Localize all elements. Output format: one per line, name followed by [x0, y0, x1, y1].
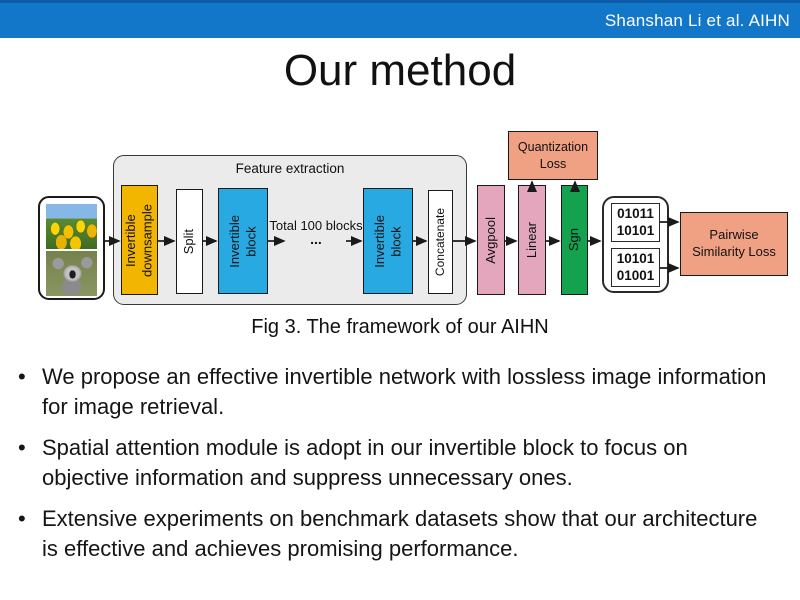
- bullet-text: Spatial attention module is adopt in our…: [42, 434, 688, 490]
- concatenate-label: Concatenate: [433, 207, 447, 277]
- block-linear: Linear: [518, 185, 546, 295]
- linear-label: Linear: [523, 221, 539, 259]
- block-invertible-downsample: Invertible downsample: [121, 185, 158, 295]
- figure-caption: Fig 3. The framework of our AIHN: [251, 316, 549, 338]
- bullet-item: • Spatial attention module is adopt in o…: [10, 433, 776, 493]
- split-label: Split: [181, 228, 197, 255]
- quantization-loss-box: Quantization Loss: [508, 131, 598, 180]
- quantization-loss-label: Quantization Loss: [517, 140, 589, 171]
- block-split: Split: [176, 189, 203, 294]
- block-concatenate: Concatenate: [428, 190, 453, 294]
- invertible-block-1-label: Invertible block: [226, 214, 258, 268]
- hash-code-2: 10101 01001: [611, 248, 660, 287]
- bullet-item: • Extensive experiments on benchmark dat…: [10, 504, 776, 564]
- sgn-label: Sgn: [566, 228, 582, 252]
- invertible-downsample-label: Invertible downsample: [123, 203, 155, 277]
- avgpool-label: Avgpool: [482, 216, 498, 264]
- hash-code-1-text: 01011 10101: [616, 205, 655, 238]
- input-images-frame: [38, 196, 105, 300]
- aihn-framework-diagram: Feature extraction Invertible downsample…: [0, 128, 800, 316]
- bullet-text: We propose an effective invertible netwo…: [42, 364, 767, 419]
- hash-code-1: 01011 10101: [611, 203, 660, 242]
- ellipsis-label: ...: [310, 231, 322, 247]
- total-blocks-label: Total 100 blocks: [269, 218, 363, 233]
- bullet-item: • We propose an effective invertible net…: [10, 362, 776, 422]
- bullet-dot: •: [18, 364, 26, 389]
- header-bar: Shanshan Li et al. AIHN: [0, 0, 800, 38]
- bullet-text: Extensive experiments on benchmark datas…: [42, 505, 758, 561]
- bullet-dot: •: [18, 505, 26, 531]
- block-avgpool: Avgpool: [477, 185, 505, 295]
- block-sgn: Sgn: [561, 185, 588, 295]
- pairwise-similarity-loss-label: Pairwise Similarity Loss: [692, 227, 776, 259]
- bullet-dot: •: [18, 434, 26, 460]
- tulips-image: [46, 204, 97, 249]
- feature-extraction-label: Feature extraction: [235, 161, 345, 176]
- page-title: Our method: [283, 46, 517, 95]
- bullet-list: • We propose an effective invertible net…: [10, 362, 776, 574]
- block-invertible-1: Invertible block: [218, 188, 268, 294]
- koala-image: [46, 251, 97, 296]
- block-invertible-2: Invertible block: [363, 188, 413, 294]
- hash-code-2-text: 10101 01001: [616, 250, 655, 283]
- invertible-block-2-label: Invertible block: [371, 214, 403, 268]
- pairwise-similarity-loss-box: Pairwise Similarity Loss: [680, 212, 788, 276]
- header-credit: Shanshan Li et al. AIHN: [604, 10, 790, 30]
